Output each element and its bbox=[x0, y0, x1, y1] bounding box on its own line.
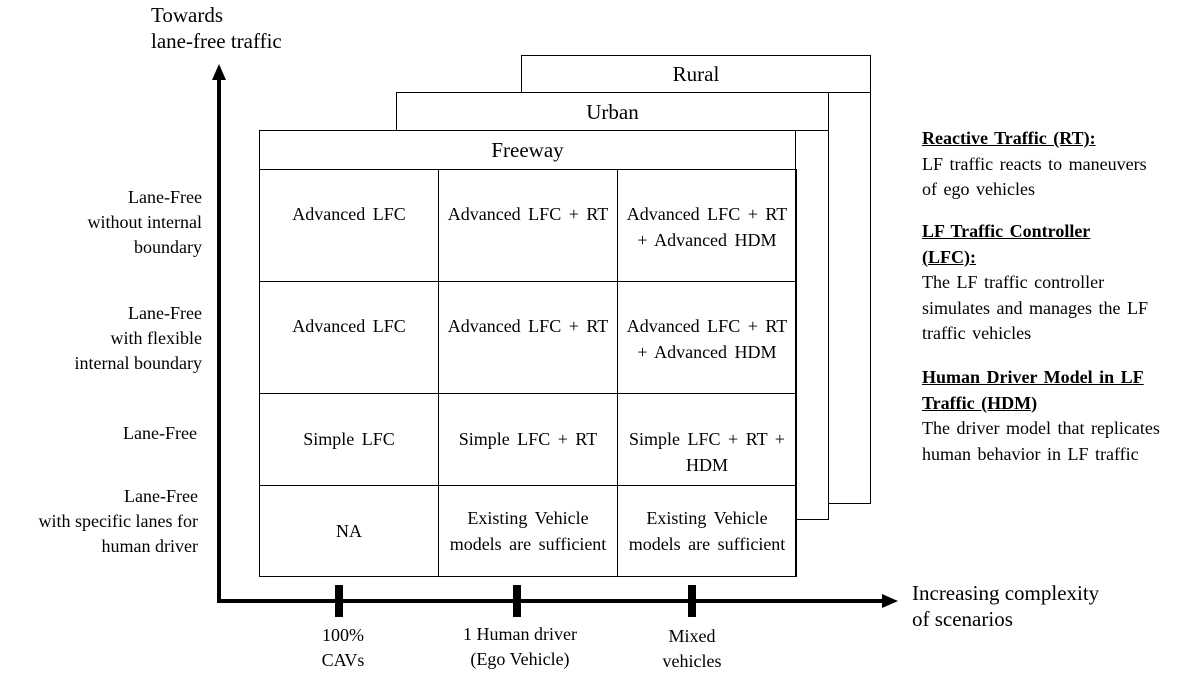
column-label-line: 100% bbox=[321, 625, 364, 645]
grid-cell-r3-c3: Simple LFC + RT + HDM bbox=[618, 393, 797, 485]
column-label-line: 1 Human driver bbox=[463, 624, 577, 644]
grid-cell-text: Advanced LFC + RT bbox=[447, 316, 609, 336]
grid-cell-text: Simple LFC + RT bbox=[458, 429, 598, 449]
row-label-line: without internal bbox=[87, 212, 202, 232]
grid-cell-text: NA bbox=[336, 520, 362, 541]
grid-cell-text: Simple LFC bbox=[303, 429, 395, 449]
panel-freeway-title: Freeway bbox=[491, 138, 564, 162]
column-label-line: Mixed bbox=[668, 626, 716, 646]
column-label-line: CAVs bbox=[321, 650, 365, 670]
row-label-line: Lane-Free bbox=[124, 486, 198, 506]
grid-cell-text: Simple LFC + RT + HDM bbox=[629, 429, 785, 475]
grid-cell-r1-c3: Advanced LFC + RT + Advanced HDM bbox=[618, 169, 797, 281]
grid-cell-r2-c3: Advanced LFC + RT + Advanced HDM bbox=[618, 281, 797, 393]
grid-cell-text: Advanced LFC + RT bbox=[447, 204, 609, 224]
x-tick-3 bbox=[688, 585, 696, 617]
column-label-line: vehicles bbox=[662, 651, 722, 671]
grid-cell-r1-c1: Advanced LFC bbox=[260, 169, 439, 281]
row-label-line: Lane-Free bbox=[123, 423, 197, 443]
grid-cell-r2-c2: Advanced LFC + RT bbox=[439, 281, 618, 393]
row-label-2: Lane-Free with flexible internal boundar… bbox=[75, 301, 202, 376]
requirements-grid: Advanced LFC Advanced LFC + RT Advanced … bbox=[259, 169, 797, 577]
column-label-1: 100% CAVs bbox=[322, 623, 365, 673]
legend-desc: The LF traffic controller simulates and … bbox=[922, 272, 1148, 343]
legend-term: Human Driver Model in LF Traffic (HDM) bbox=[922, 367, 1144, 413]
grid-cell-r1-c2: Advanced LFC + RT bbox=[439, 169, 618, 281]
legend-desc: The driver model that replicates human b… bbox=[922, 418, 1160, 464]
grid-cell-text: Advanced LFC + RT + Advanced HDM bbox=[626, 316, 788, 362]
y-axis-title-line2: lane-free traffic bbox=[151, 29, 282, 53]
grid-cell-text: Existing Vehicle models are sufficient bbox=[449, 508, 607, 554]
panel-urban-title: Urban bbox=[586, 100, 639, 124]
row-label-4: Lane-Free with specific lanes for human … bbox=[39, 484, 198, 559]
grid-cell-text: Advanced LFC + RT + Advanced HDM bbox=[626, 204, 788, 250]
column-label-3: Mixed vehicles bbox=[663, 624, 722, 674]
grid-cell-r3-c2: Simple LFC + RT bbox=[439, 393, 618, 485]
x-axis-title-line2: of scenarios bbox=[912, 607, 1013, 631]
row-label-line: with flexible bbox=[110, 328, 202, 348]
panel-rural-title: Rural bbox=[672, 62, 720, 86]
grid-cell-r3-c1: Simple LFC bbox=[260, 393, 439, 485]
y-axis-arrow bbox=[212, 64, 226, 80]
x-tick-1 bbox=[335, 585, 343, 617]
grid-cell-r4-c1: NA bbox=[260, 485, 439, 577]
column-label-line: (Ego Vehicle) bbox=[470, 649, 570, 669]
row-label-1: Lane-Free without internal boundary bbox=[88, 185, 202, 260]
row-label-line: internal boundary bbox=[74, 353, 202, 373]
row-label-line: human driver bbox=[101, 536, 198, 556]
x-axis-title: Increasing complexity of scenarios bbox=[912, 580, 1099, 632]
grid-cell-text: Existing Vehicle models are sufficient bbox=[628, 508, 786, 554]
legend-term: LF Traffic Controller (LFC): bbox=[922, 221, 1091, 267]
legend-rt: Reactive Traffic (RT): LF traffic reacts… bbox=[922, 126, 1172, 203]
column-label-2: 1 Human driver (Ego Vehicle) bbox=[463, 622, 577, 672]
y-axis-title: Towards lane-free traffic bbox=[151, 2, 282, 54]
row-label-line: boundary bbox=[134, 237, 202, 257]
y-axis-title-line1: Towards bbox=[151, 3, 224, 27]
x-axis-arrow bbox=[882, 594, 898, 608]
grid-cell-r2-c1: Advanced LFC bbox=[260, 281, 439, 393]
row-label-line: Lane-Free bbox=[128, 187, 202, 207]
grid-cell-text: Advanced LFC bbox=[292, 204, 406, 224]
grid-cell-r4-c3: Existing Vehicle models are sufficient bbox=[618, 485, 797, 577]
row-label-line: Lane-Free bbox=[128, 303, 202, 323]
legend-hdm: Human Driver Model in LF Traffic (HDM) T… bbox=[922, 365, 1172, 467]
row-label-3: Lane-Free bbox=[123, 421, 197, 446]
x-axis-title-line1: Increasing complexity bbox=[912, 581, 1100, 605]
row-label-line: with specific lanes for bbox=[38, 511, 198, 531]
legend-term: Reactive Traffic (RT): bbox=[922, 128, 1096, 148]
grid-cell-text: Advanced LFC bbox=[292, 316, 406, 336]
legend-lfc: LF Traffic Controller (LFC): The LF traf… bbox=[922, 219, 1172, 347]
x-tick-2 bbox=[513, 585, 521, 617]
grid-cell-r4-c2: Existing Vehicle models are sufficient bbox=[439, 485, 618, 577]
legend-desc: LF traffic reacts to maneuvers of ego ve… bbox=[922, 153, 1147, 200]
